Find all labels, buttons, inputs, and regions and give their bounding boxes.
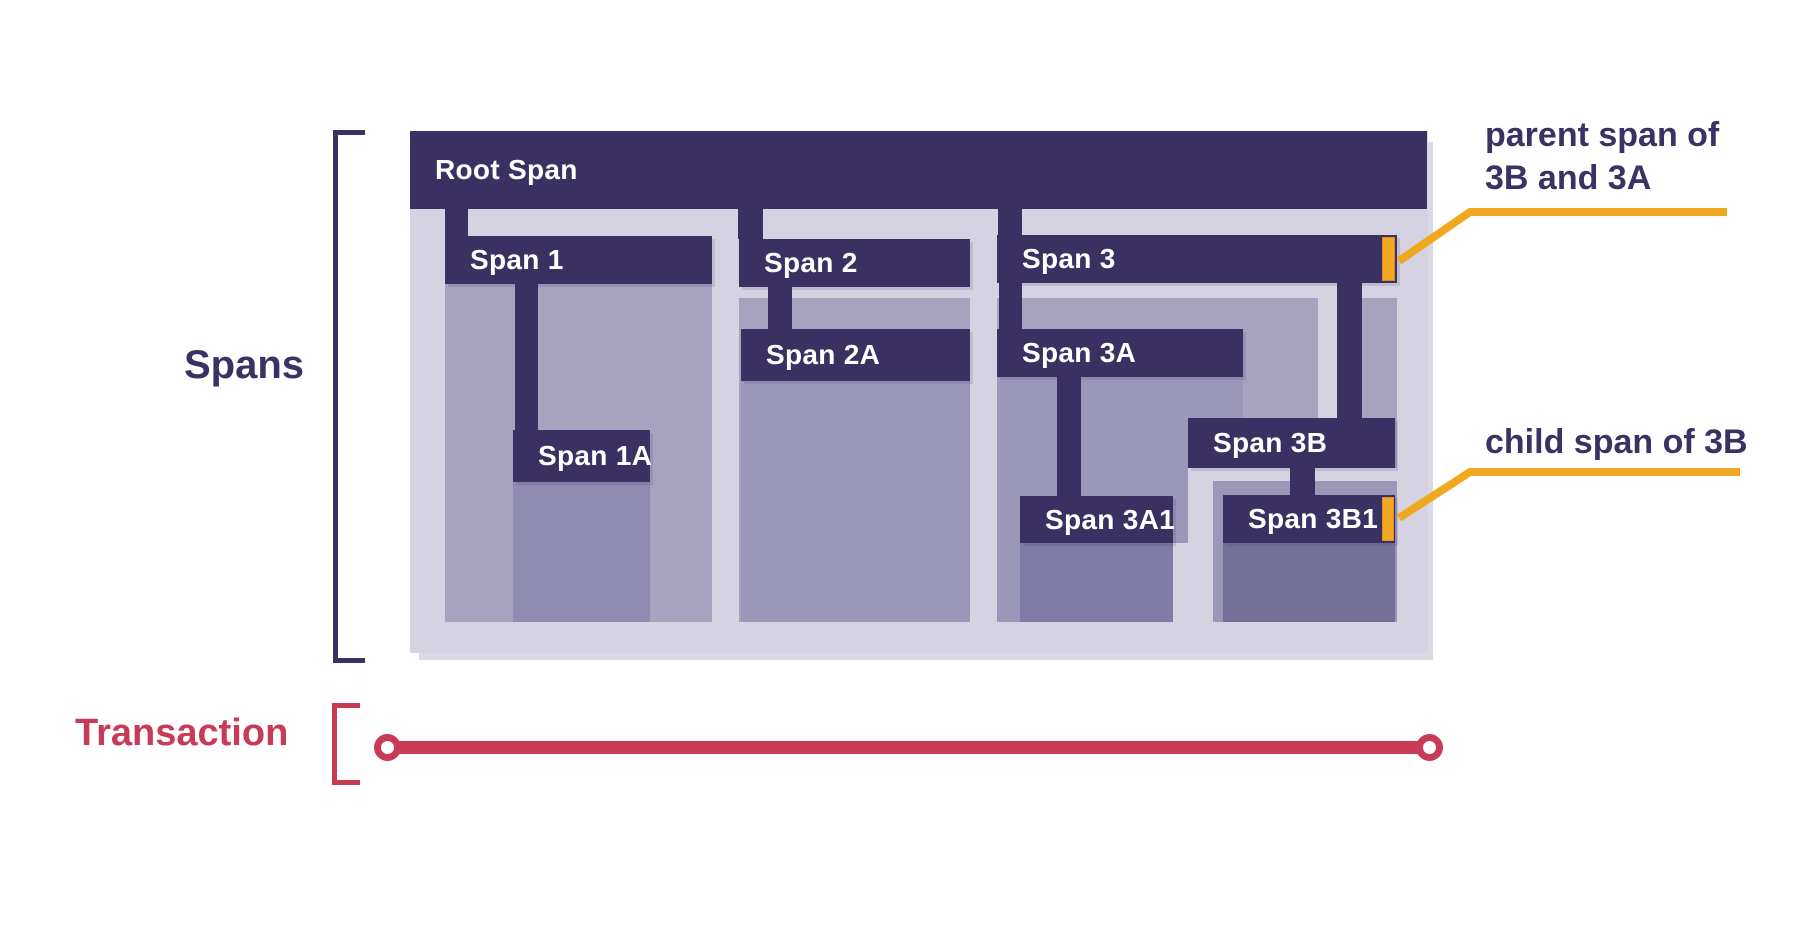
span-1-label: Span 1 <box>470 244 564 275</box>
root-to-span1-connector <box>445 209 468 236</box>
span-3b-bar: Span 3B <box>1188 418 1395 468</box>
span-3a1-duration <box>1020 543 1173 622</box>
span-3b1-duration <box>1223 543 1395 622</box>
span-3a1-right-gap <box>1173 543 1188 622</box>
root-span-label: Root Span <box>435 154 578 185</box>
parent-annotation-line-2: 3B and 3A <box>1485 159 1652 197</box>
transaction-timeline <box>396 741 1422 754</box>
span-2a-bar: Span 2A <box>741 329 970 381</box>
child-span-marker <box>1382 497 1394 541</box>
spans-label: Spans <box>184 343 305 387</box>
child-annotation-line-1: child span of 3B <box>1485 423 1748 461</box>
spans-diagram-area: Root Span Span 1 Span 1A Span 2 Span 2A … <box>410 131 1428 653</box>
timeline-start-circle <box>374 734 401 761</box>
parent-span-marker <box>1382 237 1395 281</box>
span2-to-span2a-connector <box>768 287 792 329</box>
span-3a1-label: Span 3A1 <box>1045 503 1175 535</box>
span-1a-bar: Span 1A <box>513 430 653 482</box>
span-3-label: Span 3 <box>1022 243 1116 274</box>
parent-annotation-leader-line <box>1396 208 1727 265</box>
child-span-annotation: child span of 3B <box>1485 421 1748 464</box>
span-3b-left-gap <box>1188 468 1213 622</box>
span-1-bar: Span 1 <box>445 236 712 284</box>
span-2-bar: Span 2 <box>739 239 970 287</box>
span-3a-bar: Span 3A <box>997 329 1243 377</box>
span-2a-label: Span 2A <box>766 339 881 370</box>
span-3a1-bar: Span 3A1 <box>1020 496 1175 543</box>
span-3b1-bar: Span 3B1 <box>1223 495 1395 543</box>
child-annotation-leader-line <box>1396 468 1740 522</box>
parent-span-annotation: parent span of 3B and 3A <box>1485 114 1719 200</box>
root-to-span3-connector <box>998 209 1022 235</box>
span-3-bar: Span 3 <box>997 235 1397 283</box>
span3a-to-span3a1-connector <box>1057 377 1081 496</box>
span3-to-span3a-connector <box>999 283 1022 329</box>
timeline-end-circle <box>1416 734 1443 761</box>
span-1a-label: Span 1A <box>538 440 653 471</box>
transaction-bracket <box>332 703 360 785</box>
parent-annotation-line-1: parent span of <box>1485 116 1720 154</box>
span-2-label: Span 2 <box>764 247 858 278</box>
span1-to-span1a-connector <box>515 284 538 430</box>
span-1a-duration <box>513 482 650 622</box>
span3-to-span3b-connector <box>1337 283 1362 418</box>
root-to-span2-connector <box>738 209 763 239</box>
spans-bracket <box>333 130 365 663</box>
span-3b1-label: Span 3B1 <box>1248 503 1378 534</box>
span-3b-label: Span 3B <box>1213 427 1328 458</box>
span-3-fill-notch <box>1318 298 1337 418</box>
span3b-to-span3b1-connector <box>1290 468 1315 496</box>
span-2a-duration <box>741 381 970 622</box>
root-span-bar: Root Span <box>410 131 1427 209</box>
span-3a-label: Span 3A <box>1022 337 1137 368</box>
transaction-label: Transaction <box>75 712 289 754</box>
